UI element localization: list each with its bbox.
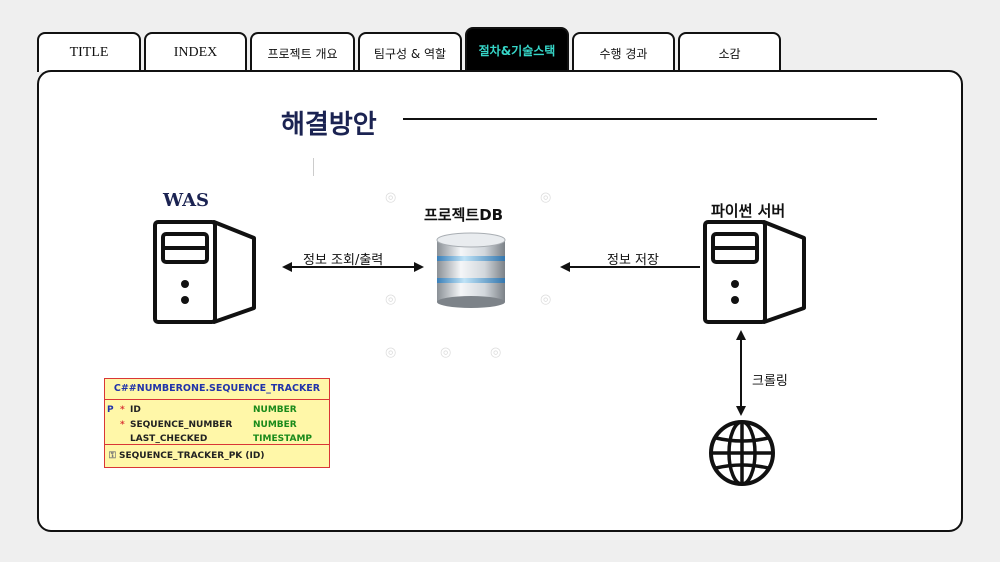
erd-index-row: ⚿ SEQUENCE_TRACKER_PK (ID) (105, 444, 329, 467)
was-server-icon (153, 220, 256, 324)
erd-column-name: ID (130, 405, 141, 415)
db-label: 프로젝트DB (424, 206, 504, 224)
slide-title: 해결방안 (281, 110, 377, 140)
erd-table-name: C##NUMBERONE.SEQUENCE_TRACKER (105, 379, 329, 400)
tab-progress[interactable]: 수행 경과 (572, 32, 675, 72)
erd-column-row: P * ID NUMBER (105, 403, 329, 418)
watermark-icon: ◎ (540, 190, 552, 205)
database-icon (436, 232, 506, 308)
python-db-edge-label: 정보 저장 (607, 253, 659, 268)
tab-process-tech-stack[interactable]: 절차&기술스택 (465, 27, 569, 72)
watermark-icon: ◎ (540, 292, 552, 307)
erd-column-name: LAST_CHECKED (130, 434, 208, 444)
key-icon: ⚿ (109, 451, 116, 461)
tab-project-overview[interactable]: 프로젝트 개요 (250, 32, 355, 72)
title-underline (403, 118, 877, 120)
erd-column-row: * SEQUENCE_NUMBER NUMBER (105, 418, 329, 433)
erd-table: C##NUMBERONE.SEQUENCE_TRACKER P * ID NUM… (104, 378, 330, 468)
tab-title[interactable]: TITLE (37, 32, 141, 72)
watermark-icon: ◎ (385, 292, 397, 307)
python-server-label: 파이썬 서버 (711, 202, 786, 220)
watermark-icon: ◎ (490, 345, 502, 360)
erd-column-row: LAST_CHECKED TIMESTAMP (105, 432, 329, 447)
was-db-edge-label: 정보 조회/출력 (303, 253, 384, 268)
erd-required-marker: * (120, 419, 125, 430)
crawl-edge-label: 크롤링 (752, 374, 788, 389)
divider-mark (313, 158, 314, 176)
erd-column-type: NUMBER (253, 405, 297, 415)
python-server-icon (703, 220, 806, 324)
erd-column-type: TIMESTAMP (253, 434, 313, 444)
tab-team-roles[interactable]: 팀구성 & 역할 (358, 32, 462, 72)
erd-column-type: NUMBER (253, 419, 297, 430)
erd-key-marker: P (107, 405, 114, 415)
erd-column-name: SEQUENCE_NUMBER (130, 419, 233, 430)
globe-icon (709, 420, 775, 486)
tab-impressions[interactable]: 소감 (678, 32, 781, 72)
erd-index-name: SEQUENCE_TRACKER_PK (ID) (119, 451, 265, 461)
erd-required-marker: * (120, 405, 125, 415)
watermark-icon: ◎ (385, 190, 397, 205)
tab-index[interactable]: INDEX (144, 32, 247, 72)
watermark-icon: ◎ (385, 345, 397, 360)
watermark-icon: ◎ (440, 345, 452, 360)
was-label: WAS (163, 190, 210, 211)
